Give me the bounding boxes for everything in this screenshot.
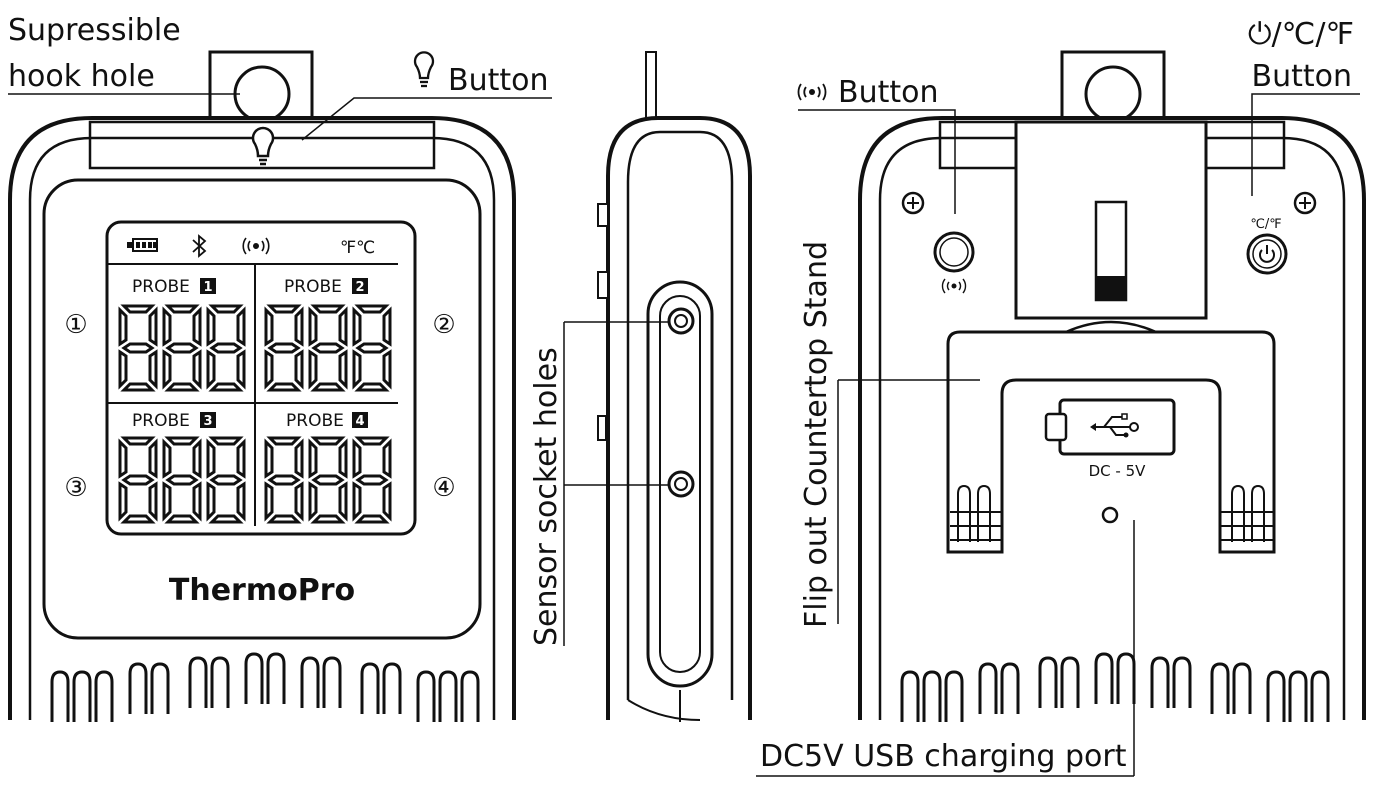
sensor-socket-1[interactable] <box>667 307 695 335</box>
bulb-icon <box>413 51 435 88</box>
lcd-screen <box>105 220 417 536</box>
screw-icon <box>901 191 925 215</box>
probe-4-label: PROBE 4 <box>286 411 368 431</box>
alarm-icon <box>242 237 270 255</box>
svg-text:2: 2 <box>355 280 364 295</box>
battery-icon <box>127 238 158 252</box>
side-number-2: ② <box>432 310 455 340</box>
unit-label: ℃/℉ <box>1250 217 1281 232</box>
side-number-1: ① <box>64 310 87 340</box>
probe-3-label: PROBE 3 <box>132 411 216 431</box>
dc-label: DC - 5V <box>1089 462 1147 480</box>
countertop-stand[interactable] <box>946 330 1276 554</box>
annotation-alarm-button: Button <box>797 75 956 214</box>
annotation-countertop-stand: Flip out Countertop Stand <box>799 241 980 628</box>
back-device: ℃/℉ <box>858 50 1366 724</box>
hook-tab-side <box>645 51 657 123</box>
svg-text:⏻/℃/℉: ⏻/℃/℉ <box>1248 17 1354 52</box>
svg-text:Flip out Countertop Stand: Flip out Countertop Stand <box>799 241 834 628</box>
svg-text:PROBE: PROBE <box>284 277 342 297</box>
alarm-icon <box>797 83 827 101</box>
usb-icon <box>1090 413 1139 438</box>
front-device: ℉℃ PROBE 1 PROBE 2 PROBE 3 PROBE 4 ① ② <box>8 50 516 724</box>
annotation-sensor-holes: Sensor socket holes <box>529 321 669 646</box>
svg-text:Sensor socket holes: Sensor socket holes <box>529 347 564 646</box>
side-number-4: ④ <box>432 473 455 503</box>
side-button-upper[interactable] <box>597 203 609 227</box>
hook-hole <box>233 65 291 123</box>
alarm-icon <box>941 278 967 294</box>
svg-text:PROBE: PROBE <box>132 277 190 297</box>
top-band <box>88 120 436 170</box>
probe-2-label: PROBE 2 <box>284 277 368 297</box>
screw-icon <box>1293 191 1317 215</box>
svg-text:DC5V USB charging port: DC5V USB charging port <box>760 739 1127 774</box>
unit-indicator: ℉℃ <box>340 238 375 258</box>
annotation-light-button: Button <box>301 51 552 141</box>
svg-text:hook hole: hook hole <box>8 59 155 94</box>
svg-text:Button: Button <box>448 63 549 98</box>
side-device <box>597 51 752 722</box>
bluetooth-icon <box>192 234 207 258</box>
annotation-power-button: ⏻/℃/℉ Button <box>1248 17 1360 196</box>
stand-grip-left <box>950 484 1002 542</box>
bulb-icon[interactable] <box>251 126 275 166</box>
svg-text:3: 3 <box>203 414 212 429</box>
svg-text:Button: Button <box>1252 59 1353 94</box>
svg-text:4: 4 <box>355 414 364 429</box>
side-number-3: ③ <box>64 473 87 503</box>
sensor-socket-2[interactable] <box>667 470 695 498</box>
svg-text:PROBE: PROBE <box>286 411 344 431</box>
stand-grip-right <box>1220 484 1274 542</box>
power-icon <box>1259 245 1275 263</box>
side-switch[interactable] <box>597 415 607 441</box>
side-button-lower[interactable] <box>597 271 609 299</box>
svg-text:Supressible: Supressible <box>8 13 181 48</box>
annotation-usb-port: DC5V USB charging port <box>756 520 1135 777</box>
reset-hole[interactable] <box>1101 506 1119 524</box>
annotation-hook-hole: Supressible hook hole <box>8 13 240 95</box>
svg-text:1: 1 <box>203 280 212 295</box>
svg-text:PROBE: PROBE <box>132 411 190 431</box>
svg-text:Button: Button <box>838 75 939 110</box>
brand-logo: ThermoPro <box>169 573 355 608</box>
probe-1-label: PROBE 1 <box>132 277 216 297</box>
